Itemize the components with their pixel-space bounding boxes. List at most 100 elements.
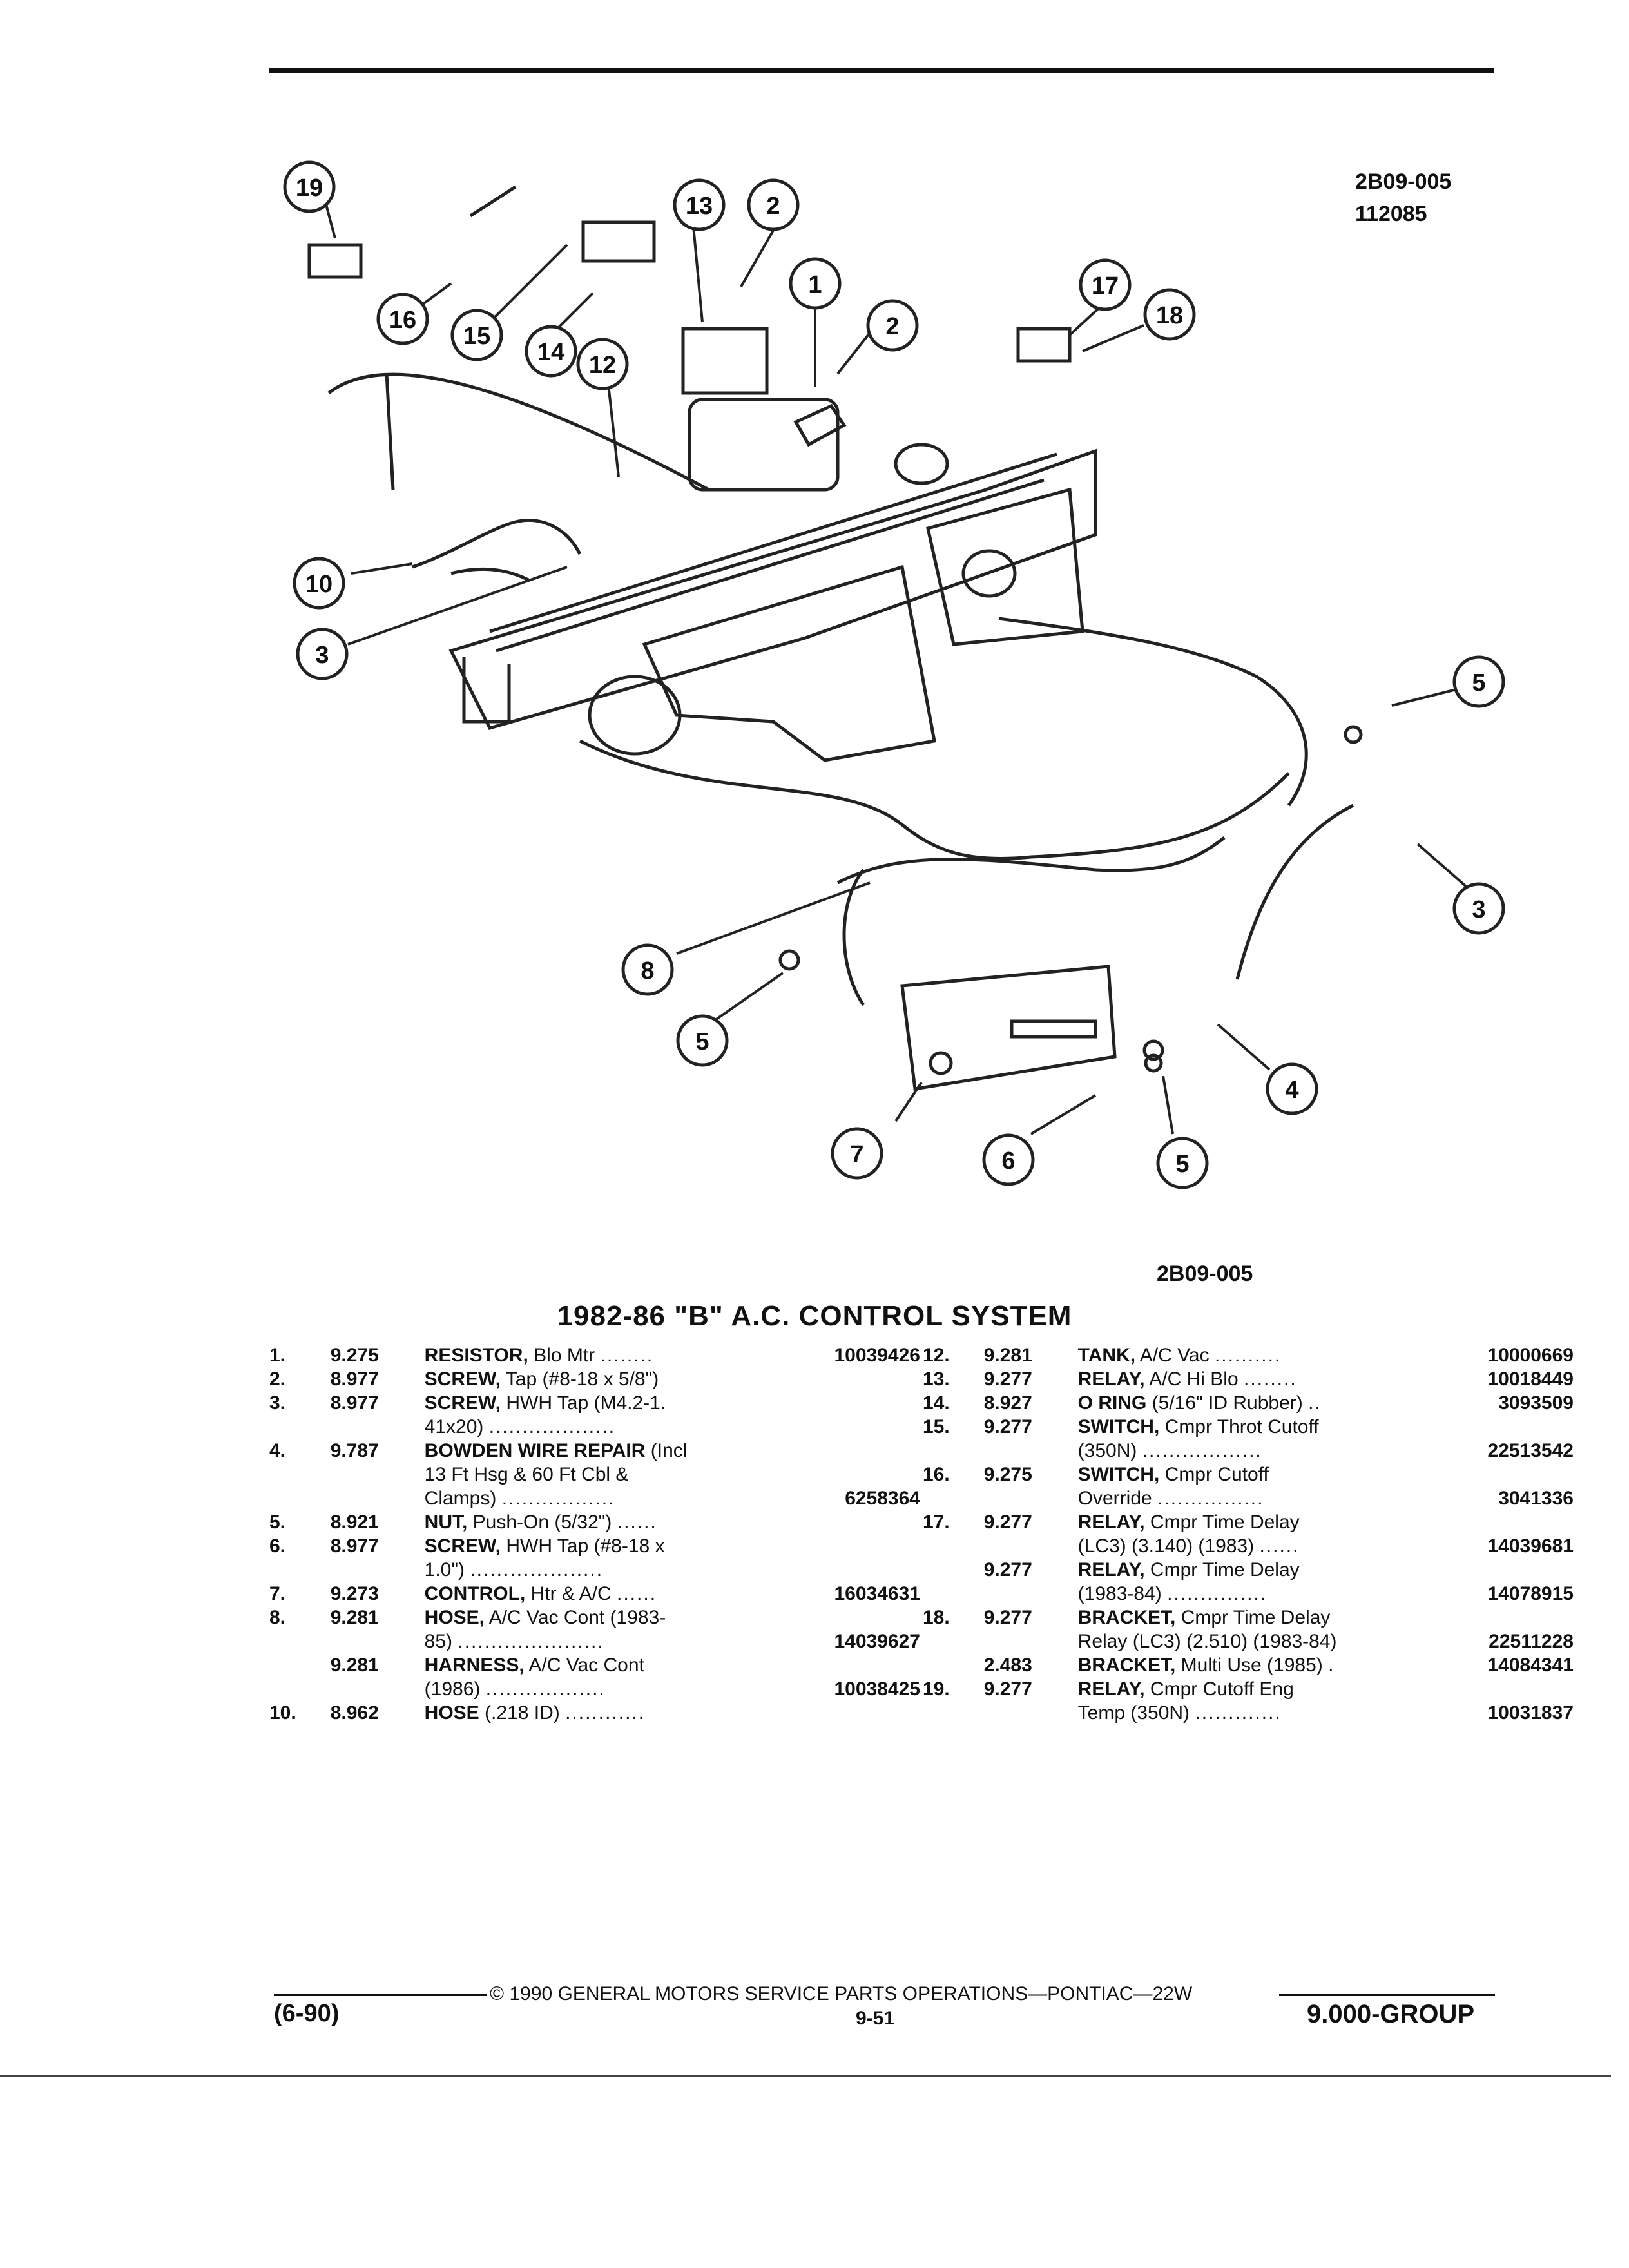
part-number: 14084341	[1487, 1655, 1574, 1676]
bowden-cable	[1235, 803, 1354, 980]
callout-label: 2	[885, 313, 899, 340]
leader-dots: ................	[1157, 1488, 1264, 1509]
part-detail: A/C Vac Cont	[524, 1655, 644, 1676]
parts-row: 1.0") ....................	[269, 1558, 920, 1582]
group-number: 8.927	[983, 1392, 1032, 1414]
parts-row: 13 Ft Hsg & 60 Ft Cbl &	[269, 1463, 920, 1486]
part-number	[1472, 1558, 1574, 1582]
leader-dots: .	[1328, 1655, 1335, 1676]
footer-group: 9.000-GROUP	[1307, 2000, 1475, 2028]
part-number	[818, 1391, 920, 1415]
part-number	[818, 1534, 920, 1558]
callout-label: 5	[695, 1028, 709, 1055]
callout-1	[789, 257, 842, 310]
item-number	[269, 1629, 331, 1653]
parts-row: (1986) ..................10038425	[269, 1677, 920, 1701]
group-number: 9.277	[983, 1559, 1032, 1581]
part-description: SCREW, HWH Tap (#8-18 x	[425, 1534, 819, 1558]
part-detail: 1.0")	[424, 1559, 465, 1581]
group-number	[984, 1486, 1078, 1510]
part-number	[818, 1701, 920, 1725]
leader-dots: ......................	[458, 1631, 604, 1652]
item-number: 7.	[269, 1583, 286, 1604]
part-number	[1472, 1463, 1574, 1486]
part-name: RELAY,	[1077, 1512, 1145, 1533]
group-number	[331, 1415, 425, 1439]
part-number: 10031837	[1487, 1702, 1574, 1724]
part-description: BRACKET, Multi Use (1985) .	[1078, 1653, 1472, 1677]
callout-label: 12	[589, 352, 616, 379]
part-detail: Htr & A/C	[525, 1583, 612, 1604]
part-number: 10039426	[834, 1345, 920, 1366]
part-description: BOWDEN WIRE REPAIR (Incl	[425, 1439, 819, 1463]
part-description: SCREW, Tap (#8-18 x 5/8")	[425, 1367, 819, 1391]
callout-18	[1143, 288, 1196, 341]
part-description: SWITCH, Cmpr Throt Cutoff	[1078, 1415, 1472, 1439]
callout-label: 13	[686, 193, 713, 220]
part-number: 3093509	[1498, 1392, 1574, 1414]
callout-label: 8	[641, 957, 654, 985]
footer-rule-left	[274, 1994, 487, 1996]
part-description: HOSE, A/C Vac Cont (1983-	[425, 1606, 819, 1629]
footer-date: (6-90)	[274, 2000, 340, 2027]
bottom-rule	[0, 2075, 1611, 2077]
part-name: BRACKET,	[1077, 1655, 1176, 1676]
group-number: 9.281	[983, 1345, 1032, 1366]
callout-16	[376, 293, 429, 345]
item-number: 1.	[269, 1345, 286, 1366]
blower-motor	[588, 675, 682, 756]
parts-row: 41x20) ...................	[269, 1415, 920, 1439]
part-description: Temp (350N) .............	[1078, 1701, 1472, 1725]
callout-label: 6	[1001, 1148, 1015, 1175]
callout-8	[621, 943, 674, 996]
callout-label: 15	[463, 323, 490, 350]
part-description: NUT, Push-On (5/32") ......	[425, 1510, 819, 1534]
callout-label: 5	[1472, 669, 1485, 697]
part-detail: Relay (LC3) (2.510) (1983-84)	[1077, 1631, 1337, 1652]
part-description: RELAY, Cmpr Time Delay	[1078, 1510, 1472, 1534]
callout-2b	[866, 299, 919, 352]
part-detail: 85)	[424, 1631, 453, 1652]
part-detail: Blo Mtr	[528, 1345, 595, 1366]
section-title: 1982-86 "B" A.C. CONTROL SYSTEM	[557, 1300, 1072, 1332]
part-detail: Clamps)	[424, 1488, 497, 1509]
part-description: 13 Ft Hsg & 60 Ft Cbl &	[425, 1463, 819, 1486]
item-number: 3.	[269, 1392, 286, 1414]
part-detail: (LC3) (3.140) (1983)	[1077, 1535, 1255, 1557]
part-detail: Override	[1077, 1488, 1152, 1509]
part-number	[818, 1558, 920, 1582]
part-detail: 13 Ft Hsg & 60 Ft Cbl &	[424, 1464, 629, 1485]
part-number	[1472, 1606, 1574, 1629]
leader-dots: ......	[1259, 1535, 1300, 1557]
group-number: 9.277	[983, 1607, 1032, 1628]
item-number: 18.	[923, 1607, 950, 1628]
callout-label: 7	[850, 1141, 863, 1168]
part-detail: (.218 ID)	[479, 1702, 560, 1724]
callout-13	[673, 178, 726, 231]
item-number: 4.	[269, 1440, 286, 1461]
callout-label: 10	[305, 571, 333, 598]
callout-12	[576, 338, 629, 390]
figure-code-top: 2B09-005	[1355, 169, 1452, 194]
callout-label: 4	[1285, 1077, 1298, 1104]
item-number	[269, 1677, 331, 1701]
callout-label: 14	[537, 339, 564, 366]
item-number	[923, 1439, 984, 1463]
callout-3b	[1452, 882, 1505, 935]
part-description: HARNESS, A/C Vac Cont	[425, 1653, 819, 1677]
callout-19	[283, 160, 336, 213]
part-description: 1.0") ....................	[425, 1558, 819, 1582]
part-number	[818, 1606, 920, 1629]
parts-row: (1983-84) ...............14078915	[923, 1582, 1574, 1606]
part-number: 14078915	[1487, 1583, 1574, 1604]
part-name: SCREW,	[424, 1392, 501, 1414]
figure-date-code: 112085	[1355, 202, 1427, 226]
callout-label: 16	[389, 307, 416, 334]
duct-housing	[448, 448, 1097, 730]
callout-6	[982, 1133, 1035, 1186]
callout-label: 19	[296, 175, 323, 202]
callout-label: 3	[315, 642, 329, 669]
